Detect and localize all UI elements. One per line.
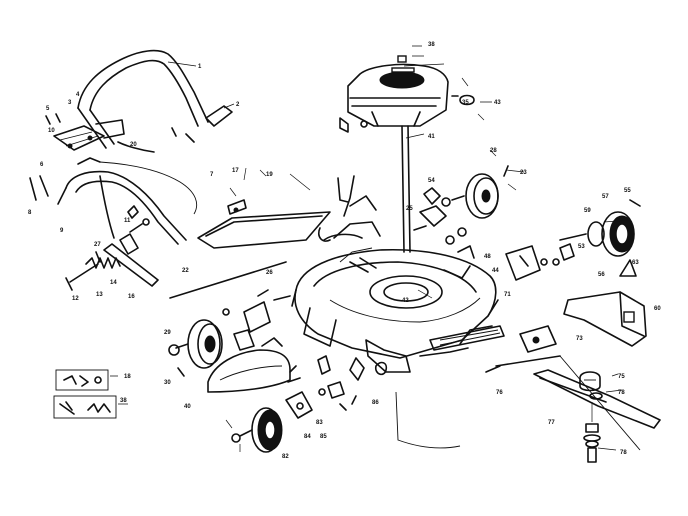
front-baffle (429, 325, 505, 351)
engine-side-parts (317, 175, 475, 259)
callout-1: 1 (198, 64, 202, 70)
axle-lever (95, 218, 159, 287)
deflector-shield (207, 337, 291, 393)
callout-25: 25 (406, 206, 413, 212)
callout-29: 29 (164, 330, 171, 336)
blade (533, 369, 661, 429)
rear-skirt (563, 259, 647, 347)
bail-screw (127, 205, 139, 219)
callout-85: 85 (320, 434, 327, 440)
wire-rod (169, 261, 287, 299)
callout-84: 84 (304, 434, 311, 440)
wheel-bottom (231, 407, 283, 453)
rear-baffle (323, 221, 381, 241)
callout-63: 63 (632, 260, 639, 266)
callout-71: 71 (504, 292, 511, 298)
callout-59: 59 (584, 208, 591, 214)
engine-shaft (401, 125, 411, 253)
callout-40: 40 (184, 404, 191, 410)
callout-86: 86 (372, 400, 379, 406)
callout-73: 73 (576, 336, 583, 342)
callout-35: 35 (462, 100, 469, 106)
callout-42: 42 (402, 298, 409, 304)
bail-cable (77, 157, 198, 215)
callout-53: 53 (578, 244, 585, 250)
callout-36: 38 (428, 42, 435, 48)
wheel-left-front (168, 319, 223, 377)
callout-79: 78 (620, 450, 627, 456)
callout-2: 2 (236, 102, 240, 108)
leader-lines (110, 45, 631, 452)
deck-outline (395, 355, 641, 451)
callout-22: 22 (182, 268, 189, 274)
callout-13: 13 (96, 292, 103, 298)
callout-20: 20 (130, 142, 137, 148)
wheel-right-rear (559, 199, 641, 257)
callout-57: 57 (602, 194, 609, 200)
handle-lower (57, 170, 187, 245)
deck-baffle (365, 339, 469, 373)
handle-knob (205, 105, 233, 127)
top-plate (197, 199, 331, 249)
callout-10: 10 (48, 128, 55, 134)
callout-75: 75 (618, 374, 625, 380)
control-bracket (53, 119, 125, 151)
axle-spring (85, 257, 121, 269)
callout-23: 23 (520, 170, 527, 176)
callout-9: 9 (60, 228, 64, 234)
wheel-hub-bottom (285, 365, 313, 419)
wheel-right-upper (441, 165, 509, 219)
kit-b (53, 395, 117, 419)
engine-assembly (339, 55, 449, 133)
callout-26: 26 (266, 270, 273, 276)
left-bolts (29, 113, 61, 201)
mower-deck (291, 247, 499, 359)
wheel-bracket-left (222, 289, 291, 351)
callout-8: 8 (28, 210, 32, 216)
blade-adapter (579, 371, 601, 392)
height-bracket-right (485, 243, 575, 373)
center-hardware (317, 355, 388, 411)
callout-43: 43 (494, 100, 501, 106)
callout-19: 19 (266, 172, 273, 178)
callout-54: 54 (428, 178, 435, 184)
callout-41: 41 (428, 134, 435, 140)
callout-83: 83 (316, 420, 323, 426)
callout-76: 76 (496, 390, 503, 396)
callout-48: 48 (484, 254, 491, 260)
callout-17: 17 (232, 168, 239, 174)
callout-4: 4 (76, 92, 80, 98)
callout-77: 77 (548, 420, 555, 426)
callout-labels: 1 2 3 4 5 6 7 8 9 10 11 12 13 14 16 17 1… (28, 42, 661, 460)
callout-60: 60 (654, 306, 661, 312)
callout-78: 78 (618, 390, 625, 396)
callout-14: 14 (110, 280, 117, 286)
blade-hardware (583, 402, 601, 463)
callout-28: 28 (490, 148, 497, 154)
callout-6: 6 (40, 162, 44, 168)
kit-a (55, 369, 109, 391)
gas-cap (451, 94, 475, 106)
callout-7: 7 (210, 172, 214, 178)
callout-30: 30 (164, 380, 171, 386)
callout-82: 82 (282, 454, 289, 460)
callout-5: 5 (46, 106, 50, 112)
handle-upper (77, 49, 209, 153)
callout-38: 38 (120, 398, 127, 404)
callout-12: 12 (72, 296, 79, 302)
callout-18: 18 (124, 374, 131, 380)
callout-3: 3 (68, 100, 72, 106)
callout-16: 16 (128, 294, 135, 300)
callout-55: 55 (624, 188, 631, 194)
callout-44: 44 (492, 268, 499, 274)
axle-bolt (65, 263, 99, 291)
callout-27: 27 (94, 242, 101, 248)
callout-11: 11 (124, 218, 131, 224)
callout-56: 56 (598, 272, 605, 278)
